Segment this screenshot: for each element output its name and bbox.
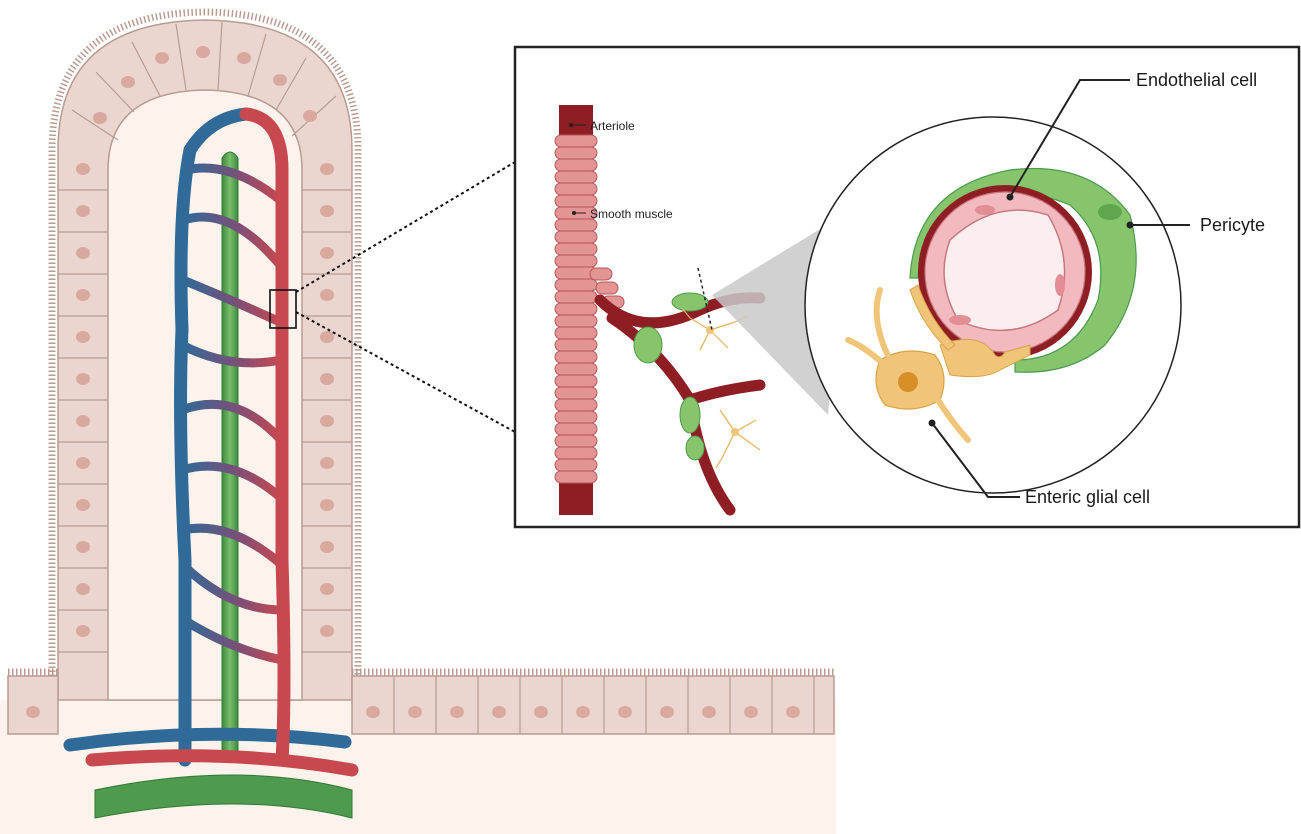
glial-dot	[929, 420, 936, 427]
smooth-muscle-dot	[572, 211, 576, 215]
inset-panel: Arteriole Smooth muscle Endothelial cell…	[515, 47, 1299, 527]
label-arteriole: Arteriole	[590, 119, 635, 133]
endothelial-dot	[1007, 194, 1014, 201]
label-smooth-muscle: Smooth muscle	[590, 207, 673, 221]
label-pericyte: Pericyte	[1200, 215, 1265, 235]
glia-soma-2	[731, 428, 739, 436]
label-endothelial-cell: Endothelial cell	[1136, 70, 1257, 90]
arteriole-dot	[569, 123, 573, 127]
pericyte-nucleus	[1098, 204, 1122, 220]
glia-nucleus	[898, 372, 918, 392]
label-enteric-glial-cell: Enteric glial cell	[1025, 487, 1150, 507]
surface-epithelium	[352, 672, 834, 734]
glia-soma-1	[706, 326, 714, 334]
surface-epithelium-left	[8, 672, 58, 734]
pericyte-dot	[1127, 222, 1134, 229]
central-lacteal	[222, 152, 238, 760]
